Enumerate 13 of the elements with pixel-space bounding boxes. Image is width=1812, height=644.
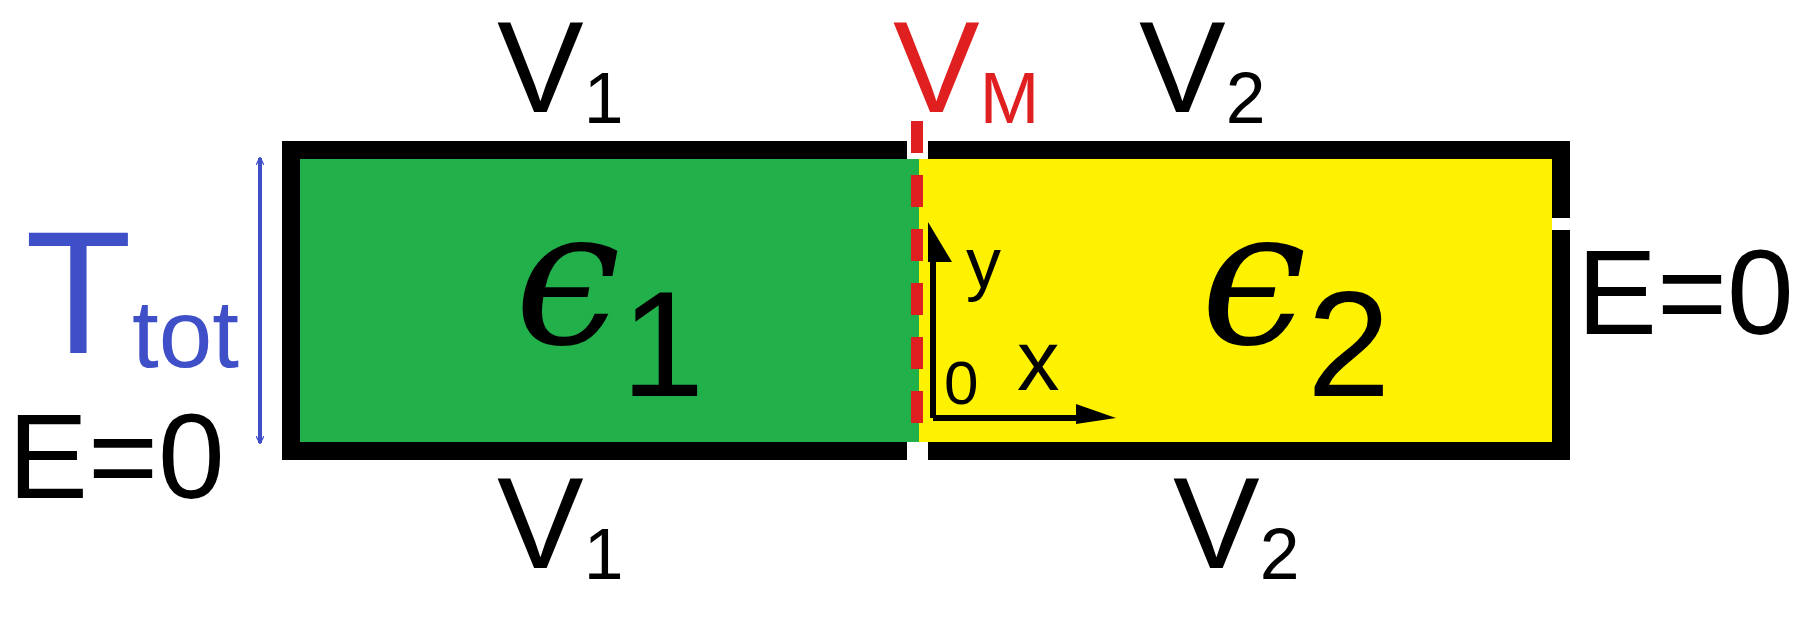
- potential-label: V$_{2}$: [1139, 2, 1266, 135]
- permittivity-symbol: ϵ$_{1}$: [514, 182, 705, 419]
- axis-label: x: [1017, 318, 1060, 403]
- potential-label: V$_{M}$: [893, 2, 1040, 135]
- boundary-condition-label: E=0: [8, 396, 225, 516]
- thickness-label: T$_{tot}$: [25, 205, 239, 383]
- boundary-condition-label: E=0: [1577, 232, 1794, 352]
- potential-label: V$_{1}$: [497, 458, 624, 591]
- potential-label: V$_{2}$: [1173, 458, 1300, 591]
- origin-label: 0: [944, 352, 979, 414]
- permittivity-symbol: ϵ$_{2}$: [1200, 182, 1391, 419]
- dielectric-region: [300, 159, 919, 442]
- potential-label: V$_{1}$: [497, 2, 624, 135]
